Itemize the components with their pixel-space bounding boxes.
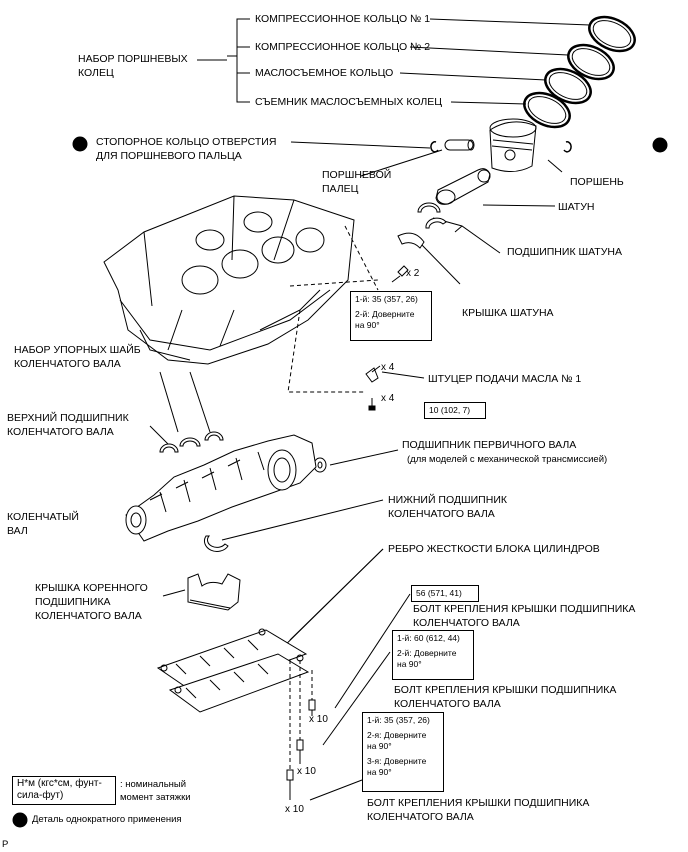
torque-bolt-c-line3: на 90° bbox=[367, 741, 392, 751]
torque-bolt-c-line2: 2-я: Доверните bbox=[367, 730, 427, 740]
piston-icon bbox=[490, 119, 536, 172]
label-piston-pin-line1: ПОРШНЕВОЙ bbox=[322, 169, 392, 181]
label-piston-pin-line2: ПАЛЕЦ bbox=[322, 183, 359, 195]
conrod-dashed-guide bbox=[345, 226, 378, 290]
label-main-cap-line1: КРЫШКА КОРЕННОГО bbox=[35, 582, 148, 594]
corner-mark: P bbox=[2, 839, 9, 850]
label-pilot-bearing-note: (для моделей с механической трансмиссией… bbox=[407, 454, 608, 465]
cylinder-block-icon bbox=[104, 196, 354, 364]
bearing-cap-bolt-c-icon bbox=[287, 770, 293, 800]
label-stiffener: РЕБРО ЖЕСТКОСТИ БЛОКА ЦИЛИНДРОВ bbox=[388, 543, 600, 555]
mult-oil-jet-a: x 4 bbox=[381, 362, 395, 373]
label-oil-ring-expander: СЪЕМНИК МАСЛОСЪЕМНЫХ КОЛЕЦ bbox=[255, 96, 443, 108]
stiffener-frame-icon bbox=[158, 629, 308, 712]
bearing-cap-bolt-a-icon bbox=[309, 700, 315, 716]
mult-bolt-b: x 10 bbox=[297, 766, 316, 777]
torque-box-bolt-c: 1-й: 35 (357, 26) 2-я: Доверните на 90° … bbox=[362, 712, 444, 792]
label-bolt-a-line1: БОЛТ КРЕПЛЕНИЯ КРЫШКИ ПОДШИПНИКА bbox=[413, 603, 636, 615]
label-compression-ring-2: КОМПРЕССИОННОЕ КОЛЬЦО № 2 bbox=[255, 41, 431, 53]
label-lower-bearing-line1: НИЖНИЙ ПОДШИПНИК bbox=[388, 494, 507, 506]
torque-bolt-b-line1: 1-й: 60 (612, 44) bbox=[397, 633, 460, 643]
torque-box-bolt-b: 1-й: 60 (612, 44) 2-й: Доверните на 90° bbox=[392, 630, 474, 680]
label-main-cap-line2: ПОДШИПНИКА bbox=[35, 596, 111, 608]
torque-bolt-c-line4: 3-я: Доверните bbox=[367, 756, 427, 766]
label-bolt-c-line1: БОЛТ КРЕПЛЕНИЯ КРЫШКИ ПОДШИПНИКА bbox=[367, 797, 590, 809]
label-thrust-washer-line2: КОЛЕНЧАТОГО ВАЛА bbox=[14, 358, 121, 370]
upper-bearing-left-icon bbox=[160, 444, 178, 452]
legend-single-use-text: Деталь однократного применения bbox=[32, 814, 182, 825]
label-conrod: ШАТУН bbox=[558, 201, 595, 213]
label-lower-bearing-line2: КОЛЕНЧАТОГО ВАЛА bbox=[388, 508, 495, 520]
label-ring-set-line2: КОЛЕЦ bbox=[78, 67, 114, 79]
oil-jet-bolt-icon bbox=[369, 398, 375, 410]
legend-torque-unit-line2: сила-фут) bbox=[17, 790, 64, 801]
label-oil-ring: МАСЛОСЪЕМНОЕ КОЛЬЦО bbox=[255, 67, 394, 79]
legend-torque-unit-box: Н*м (кгс*см, фунт- сила-фут) bbox=[12, 776, 116, 805]
piston-pin-icon bbox=[445, 140, 474, 150]
conrod-nut-icon bbox=[392, 266, 408, 282]
torque-bolt-c-line1: 1-й: 35 (357, 26) bbox=[367, 715, 430, 725]
mult-oil-jet-b: x 4 bbox=[381, 393, 395, 404]
snap-ring-left-icon bbox=[431, 142, 438, 152]
label-crankshaft-line1: КОЛЕНЧАТЫЙ bbox=[7, 511, 79, 523]
oil-jet-icon bbox=[366, 366, 380, 382]
label-crankshaft-line2: ВАЛ bbox=[7, 525, 28, 537]
torque-box-bolt-a: 56 (571, 41) bbox=[411, 585, 479, 602]
label-conrod-bearing: ПОДШИПНИК ШАТУНА bbox=[507, 246, 622, 258]
label-oil-jet: ШТУЦЕР ПОДАЧИ МАСЛА № 1 bbox=[428, 373, 582, 385]
compression-ring-1-icon bbox=[584, 10, 640, 57]
conrod-cap-icon bbox=[398, 233, 424, 248]
label-main-cap-line3: КОЛЕНЧАТОГО ВАЛА bbox=[35, 610, 142, 622]
torque-bolt-a: 56 (571, 41) bbox=[416, 588, 462, 598]
legend-torque-desc-line1: : номинальный bbox=[120, 779, 187, 790]
label-bolt-a-line2: КОЛЕНЧАТОГО ВАЛА bbox=[413, 617, 520, 629]
oil-ring-expander-icon bbox=[519, 86, 575, 133]
legend-torque-unit-line1: Н*м (кгс*см, фунт- bbox=[17, 778, 102, 789]
torque-bolt-b-line2: 2-й: Доверните bbox=[397, 648, 457, 658]
label-pilot-bearing: ПОДШИПНИК ПЕРВИЧНОГО ВАЛА bbox=[402, 439, 577, 451]
label-ring-set-line1: НАБОР ПОРШНЕВЫХ bbox=[78, 53, 188, 65]
torque-bolt-b-line3: на 90° bbox=[397, 659, 422, 669]
mult-bolt-a: x 10 bbox=[309, 714, 328, 725]
label-bolt-b-line2: КОЛЕНЧАТОГО ВАЛА bbox=[394, 698, 501, 710]
lower-bearing-icon bbox=[204, 536, 228, 551]
label-bolt-c-line2: КОЛЕНЧАТОГО ВАЛА bbox=[367, 811, 474, 823]
label-snap-ring-line1: СТОПОРНОЕ КОЛЬЦО ОТВЕРСТИЯ bbox=[96, 136, 277, 148]
block-dashed-guide bbox=[288, 310, 366, 392]
single-use-dot-left bbox=[73, 137, 87, 151]
torque-conrod-line2: 2-й: Доверните bbox=[355, 309, 415, 319]
block-dashed-guide-2 bbox=[290, 280, 378, 286]
torque-oil-jet: 10 (102, 7) bbox=[429, 405, 471, 415]
oil-ring-icon bbox=[540, 62, 596, 109]
legend-single-use-dot bbox=[13, 813, 27, 827]
torque-box-conrod: 1-й: 35 (357, 26) 2-й: Доверните на 90° bbox=[350, 291, 432, 341]
snap-ring-right-icon bbox=[564, 142, 571, 152]
label-compression-ring-1: КОМПРЕССИОННОЕ КОЛЬЦО № 1 bbox=[255, 13, 431, 25]
label-snap-ring-line2: ДЛЯ ПОРШНЕВОГО ПАЛЬЦА bbox=[96, 150, 242, 162]
torque-box-oil-jet: 10 (102, 7) bbox=[424, 402, 486, 419]
label-conrod-cap: КРЫШКА ШАТУНА bbox=[462, 307, 554, 319]
compression-ring-2-icon bbox=[563, 38, 619, 85]
label-thrust-washer-line1: НАБОР УПОРНЫХ ШАЙБ bbox=[14, 344, 141, 356]
torque-conrod-line3: на 90° bbox=[355, 320, 380, 330]
single-use-dot-right bbox=[653, 138, 667, 152]
mult-conrod-nut: x 2 bbox=[406, 268, 420, 279]
torque-bolt-c-line5: на 90° bbox=[367, 767, 392, 777]
connecting-rod-icon bbox=[436, 169, 490, 205]
bearing-cap-bolt-b-icon bbox=[297, 740, 303, 764]
conrod-bearing-icon bbox=[418, 203, 446, 228]
label-upper-bearing-line2: КОЛЕНЧАТОГО ВАЛА bbox=[7, 426, 114, 438]
upper-bearing-mid-icon bbox=[180, 438, 200, 446]
upper-bearing-right-icon bbox=[205, 432, 223, 440]
legend-torque-desc-line2: момент затяжки bbox=[120, 792, 191, 803]
crankshaft-icon bbox=[126, 435, 316, 541]
torque-conrod-line1: 1-й: 35 (357, 26) bbox=[355, 294, 418, 304]
label-bolt-b-line1: БОЛТ КРЕПЛЕНИЯ КРЫШКИ ПОДШИПНИКА bbox=[394, 684, 617, 696]
label-piston: ПОРШЕНЬ bbox=[570, 176, 624, 188]
mult-bolt-c: x 10 bbox=[285, 804, 304, 815]
main-bearing-cap-icon bbox=[188, 574, 240, 610]
label-upper-bearing-line1: ВЕРХНИЙ ПОДШИПНИК bbox=[7, 412, 129, 424]
